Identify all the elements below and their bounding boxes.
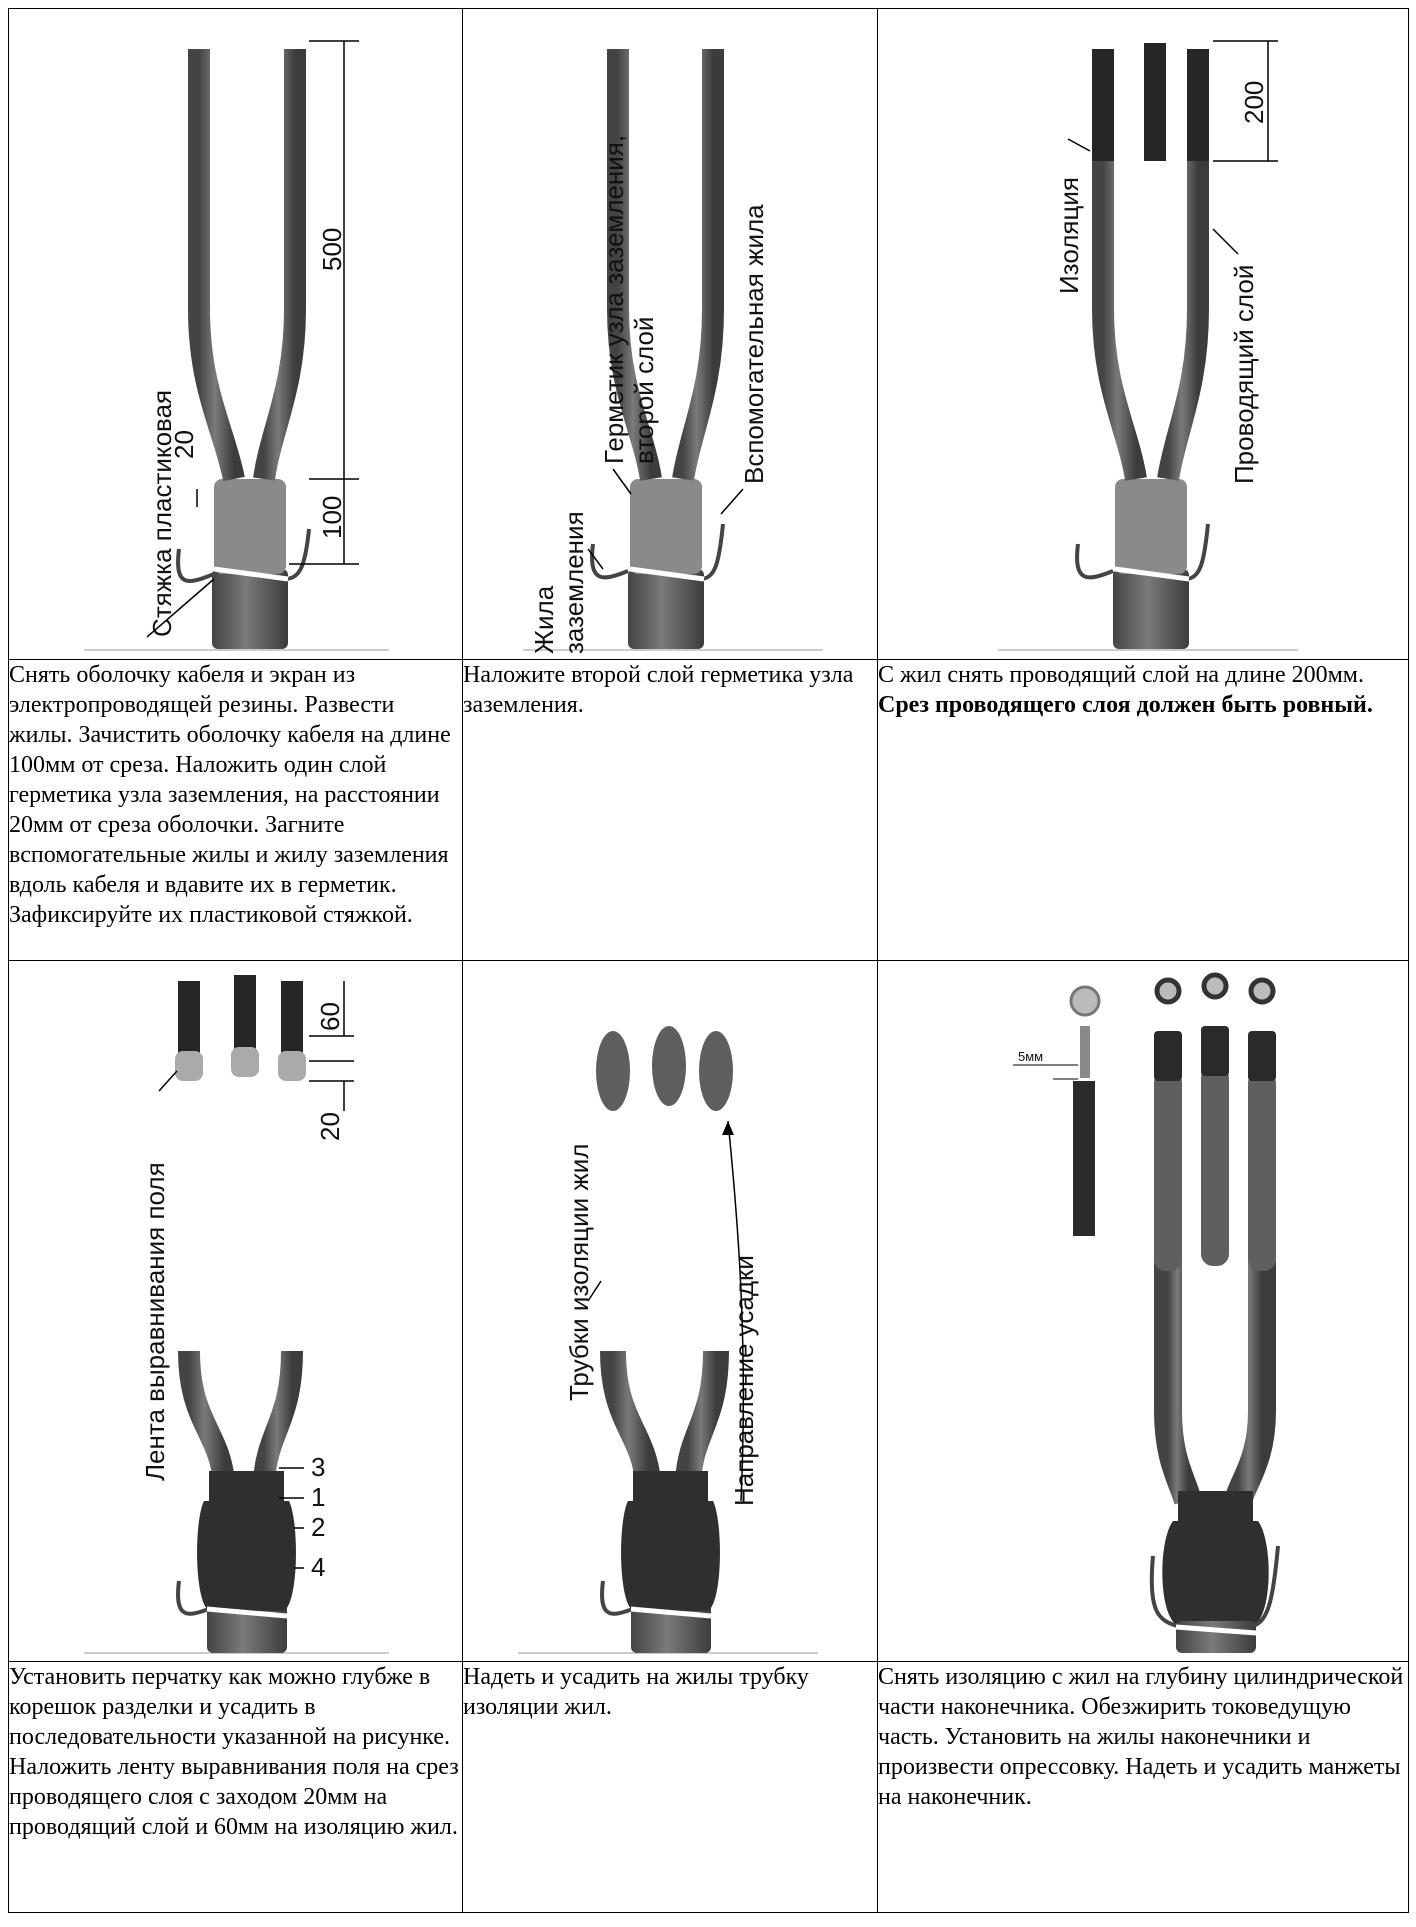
aux-core-label: Вспомогательная жила [739, 204, 769, 484]
step3-text-normal: С жил снять проводящий слой на длине 200… [878, 662, 1364, 688]
sealant-label: Герметик узла заземления, [599, 135, 629, 464]
dim-20-b: 20 [315, 1112, 345, 1141]
ground-core-label: Жила [529, 585, 559, 654]
sealant-layer [214, 479, 286, 574]
insulation-label: Изоляция [1054, 177, 1084, 294]
tape-label: Лента выравнивания поля [140, 1162, 170, 1481]
insulation-tube [596, 1031, 630, 1111]
tie-label: Стяжка пластиковая [147, 390, 177, 637]
seq-4: 4 [311, 1552, 325, 1582]
stripped-core [1073, 1081, 1095, 1236]
step5-figure: Трубки изоляции жил Направление усадки [463, 961, 878, 1662]
cable-sheath [212, 569, 288, 649]
dim-5mm: 5мм [1018, 1049, 1043, 1064]
step6-text: Снять изоляцию с жил на глубину цилиндри… [878, 1662, 1409, 1913]
cuff [1154, 1031, 1182, 1081]
instruction-table: 500 100 20 Стяжка пластиковая Герметик у [8, 8, 1409, 1913]
seq-1: 1 [311, 1482, 325, 1512]
seq-3: 3 [311, 1452, 325, 1482]
dim-500: 500 [317, 228, 347, 271]
field-tape [175, 1051, 203, 1081]
step3-text: С жил снять проводящий слой на длине 200… [878, 660, 1409, 961]
ground-core-label-2: заземления [559, 511, 589, 654]
seq-2: 2 [311, 1512, 325, 1542]
step5-text: Надеть и усадить на жилы трубку изоляции… [463, 1662, 878, 1913]
step6-figure: 5мм [878, 961, 1409, 1662]
glove [197, 1501, 296, 1611]
insulation-exposed [1092, 49, 1114, 161]
step4-text: Установить перчатку как можно глубже в к… [9, 1662, 463, 1913]
conductive-label: Проводящий слой [1229, 265, 1259, 484]
step4-figure: 60 20 Лента выравнивания поля 3 1 2 4 [9, 961, 463, 1662]
step2-text: Наложите второй слой герметика узла зазе… [463, 660, 878, 961]
dim-100: 100 [317, 496, 347, 539]
step3-figure: 200 Изоляция Проводящий слой [878, 9, 1409, 660]
dim-60: 60 [315, 1002, 345, 1031]
lug-icon [1071, 987, 1099, 1015]
step3-text-bold: Срез проводящего слоя должен быть ровный… [878, 692, 1373, 718]
step1-text: Снять оболочку кабеля и экран из электро… [9, 660, 463, 961]
tubes-label: Трубки изоляции жил [564, 1144, 594, 1401]
step1-figure: 500 100 20 Стяжка пластиковая [9, 9, 463, 660]
sealant-label-2: второй слой [629, 317, 659, 464]
step2-figure: Герметик узла заземления, второй слой Вс… [463, 9, 878, 660]
dim-200: 200 [1239, 81, 1269, 124]
